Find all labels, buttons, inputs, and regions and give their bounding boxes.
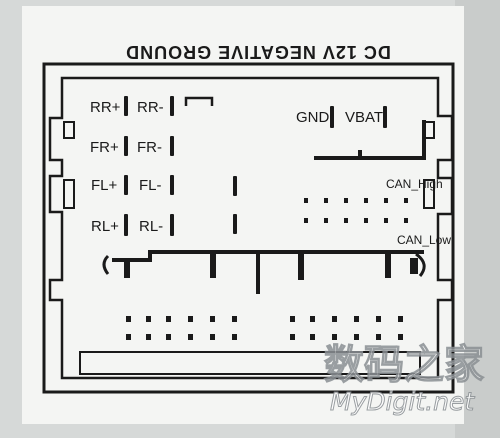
bus-cap-right <box>415 252 426 277</box>
pin-label-rl-plus: RL+ <box>91 218 119 235</box>
bottom-left-dot-1 <box>126 316 131 322</box>
bottom-right-dot-5 <box>376 316 381 322</box>
can-dot-5 <box>384 198 388 203</box>
watermark-cn: 数码之家 <box>324 342 484 388</box>
latch-left-middle <box>63 179 75 209</box>
power-bus <box>314 120 426 160</box>
can-pin-labels: CAN_High CAN_Low <box>386 177 451 247</box>
bottom-left-dot-7 <box>126 334 131 340</box>
bus-drop-2 <box>210 254 216 278</box>
pin-label-rr-minus: RR- <box>137 99 164 116</box>
bottom-left-dot-12 <box>232 334 237 340</box>
can-dot-11 <box>384 218 388 223</box>
bottom-right-dot-3 <box>332 316 337 322</box>
pin-label-rr-plus: RR+ <box>90 99 121 116</box>
pin-rr-plus <box>124 96 128 116</box>
pin-label-can-high: CAN_High <box>386 177 443 191</box>
can-dot-9 <box>344 218 348 223</box>
connector-housing <box>42 62 455 394</box>
housing-bottom-frame <box>79 351 421 375</box>
pin-rl-minus <box>170 214 174 236</box>
bottom-right-dot-8 <box>310 334 315 340</box>
bottom-left-dot-3 <box>166 316 171 322</box>
paper-label <box>22 6 464 424</box>
pin-fl-minus <box>170 175 174 195</box>
can-dot-3 <box>344 198 348 203</box>
bottom-left-dot-9 <box>166 334 171 340</box>
can-dot-2 <box>324 198 328 203</box>
can-dot-7 <box>304 218 308 223</box>
pin-label-fr-minus: FR- <box>137 139 162 156</box>
bus-drop-3 <box>256 254 260 294</box>
main-bus <box>112 250 424 294</box>
pin-label-fl-minus: FL- <box>139 177 162 194</box>
pin-label-rl-minus: RL- <box>139 218 163 235</box>
pin-label-vbat: VBAT <box>345 109 383 126</box>
latch-right-middle <box>423 179 435 209</box>
housing-outer-outline <box>42 62 455 394</box>
bottom-left-dot-4 <box>188 316 193 322</box>
can-dot-4 <box>364 198 368 203</box>
pin-unlabeled-lower <box>233 214 237 234</box>
main-bus-left-step <box>112 258 152 262</box>
header-text: DC 12V NEGATIVE GROUND <box>125 42 391 62</box>
bottom-left-dot-5 <box>210 316 215 322</box>
bus-drop-5 <box>385 254 391 278</box>
speaker-pin-labels: RR+ RR- FR+ FR- FL+ FL- RL+ RL- <box>90 99 164 235</box>
bus-cap-left <box>102 254 110 275</box>
pin-gnd <box>330 106 334 128</box>
power-pins <box>330 106 387 128</box>
housing-inner-outline <box>48 76 454 380</box>
bus-drop-6 <box>410 258 418 274</box>
pin-fr-plus <box>124 136 128 156</box>
pin-fr-minus <box>170 136 174 156</box>
bottom-left-dot-11 <box>210 334 215 340</box>
can-dot-10 <box>364 218 368 223</box>
bottom-right-dot-2 <box>310 316 315 322</box>
bottom-left-dot-6 <box>232 316 237 322</box>
bottom-right-dot-9 <box>332 334 337 340</box>
pin-unlabeled-upper <box>233 176 237 196</box>
pin-rl-plus <box>124 214 128 236</box>
can-dot-8 <box>324 218 328 223</box>
bottom-left-dot-10 <box>188 334 193 340</box>
bottom-right-dot-11 <box>376 334 381 340</box>
bottom-right-dot-7 <box>290 334 295 340</box>
pin-rr-minus <box>170 96 174 116</box>
power-pin-labels: GND VBAT <box>296 109 383 126</box>
pin-label-fl-plus: FL+ <box>91 177 118 194</box>
main-bus-left-riser <box>148 250 152 262</box>
side-latches <box>63 121 435 209</box>
bottom-pin-dots <box>126 316 403 340</box>
can-area-pin-dots <box>304 198 408 223</box>
pin-label-gnd: GND <box>296 109 330 126</box>
can-dot-12 <box>404 218 408 223</box>
pin-label-fr-plus: FR+ <box>90 139 119 156</box>
speaker-pins <box>124 96 237 236</box>
bottom-right-dot-12 <box>398 334 403 340</box>
bottom-right-dot-4 <box>354 316 359 322</box>
bottom-left-dot-2 <box>146 316 151 322</box>
bottom-right-dot-10 <box>354 334 359 340</box>
power-bus-line <box>314 120 426 160</box>
pin-fl-plus <box>124 175 128 195</box>
bottom-right-dot-6 <box>398 316 403 322</box>
bus-drop-4 <box>298 254 304 280</box>
can-dot-6 <box>404 198 408 203</box>
pin-vbat <box>383 106 387 128</box>
keying-bracket <box>184 96 214 106</box>
bus-end-caps <box>102 252 426 277</box>
watermark: 数码之家 MyDigit.net <box>323 341 484 416</box>
bottom-left-dot-8 <box>146 334 151 340</box>
can-dot-1 <box>304 198 308 203</box>
watermark-en: MyDigit.net <box>330 387 475 416</box>
main-bus-bar <box>148 250 424 254</box>
bus-drop-1 <box>124 258 130 278</box>
bottom-right-dot-1 <box>290 316 295 322</box>
pin-label-can-low: CAN_Low <box>397 233 451 247</box>
latch-left-top <box>63 121 75 139</box>
